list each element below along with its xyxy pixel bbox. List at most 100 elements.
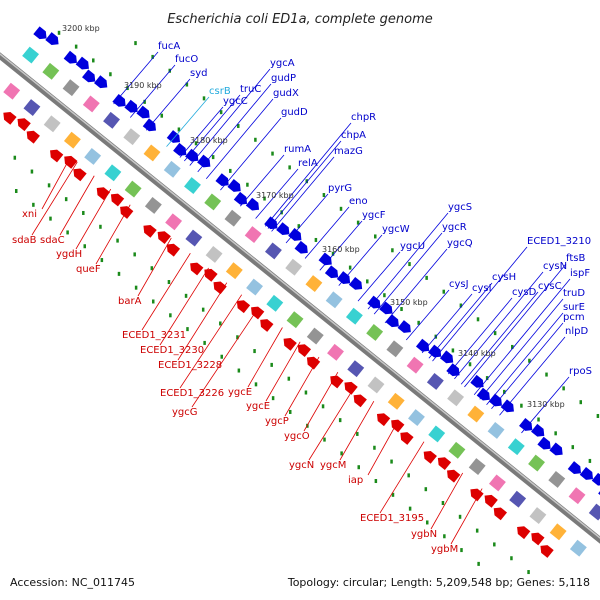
tick-dot xyxy=(220,354,223,359)
gene-label[interactable]: rumA xyxy=(284,144,311,155)
gene-label[interactable]: ygcG xyxy=(172,407,198,418)
gene-label[interactable]: gudD xyxy=(281,107,308,118)
gene-label[interactable]: ygcW xyxy=(382,224,410,235)
orthology-block xyxy=(224,209,242,227)
orthology-block xyxy=(366,324,384,341)
gene-label[interactable]: ygcO xyxy=(284,431,310,442)
tick-dot xyxy=(390,459,393,464)
gene-arrow xyxy=(531,532,545,546)
gene-label[interactable]: surE xyxy=(563,302,585,313)
gene-label[interactable]: sdaB xyxy=(12,235,37,246)
gene-label[interactable]: ygcR xyxy=(442,222,467,233)
gene-label[interactable]: ftsB xyxy=(566,253,585,264)
gene-label[interactable]: ygcA xyxy=(270,58,295,69)
gene-label[interactable]: ECED1_3226 xyxy=(160,388,224,399)
gene-label[interactable]: cysC xyxy=(538,281,562,292)
gene-label[interactable]: syd xyxy=(190,68,207,79)
gene-label[interactable]: pcm xyxy=(563,312,585,323)
gene-label[interactable]: ECED1_3230 xyxy=(140,345,204,356)
gene-label[interactable]: chpA xyxy=(341,130,366,141)
gene-arrow xyxy=(336,271,351,284)
orthology-block xyxy=(408,409,425,427)
orthology-block xyxy=(82,95,100,113)
gene-label[interactable]: ygbM xyxy=(431,544,458,555)
gene-label[interactable]: ECED1_3228 xyxy=(158,360,222,371)
gene-label[interactable]: ygcP xyxy=(265,416,289,427)
gene-label[interactable]: ispF xyxy=(570,268,590,279)
gene-label[interactable]: relA xyxy=(298,158,318,169)
gene-label[interactable]: gudX xyxy=(273,88,299,99)
gene-arrow xyxy=(297,344,312,358)
gene-label[interactable]: mazG xyxy=(334,146,363,157)
tick-dot xyxy=(442,289,446,294)
genome-backbone xyxy=(0,52,600,544)
gene-label[interactable]: truC xyxy=(240,84,261,95)
gene-label[interactable]: ygcU xyxy=(400,241,425,252)
orthology-block xyxy=(529,507,547,524)
gene-arrow xyxy=(136,105,150,119)
tick-dot xyxy=(407,473,410,478)
gene-arrow xyxy=(318,252,332,266)
gene-label[interactable]: ygcN xyxy=(289,460,314,471)
tick-dot xyxy=(356,431,359,436)
gene-label[interactable]: rpoS xyxy=(569,366,592,377)
gene-label[interactable]: gudP xyxy=(271,73,296,84)
gene-label[interactable]: ygbN xyxy=(411,529,437,540)
tick-dot xyxy=(571,445,575,450)
gene-arrow xyxy=(17,118,31,132)
leader-line xyxy=(367,420,399,476)
leader-line xyxy=(430,472,464,530)
tick-dot xyxy=(408,506,412,511)
gene-label[interactable]: chpR xyxy=(351,112,376,123)
tick-dot xyxy=(186,327,189,332)
tick-dot xyxy=(211,155,215,160)
gene-label[interactable]: ECED1_3231 xyxy=(122,330,186,341)
gene-label[interactable]: ygcE xyxy=(246,401,270,412)
gene-label[interactable]: truD xyxy=(563,288,585,299)
leader-line xyxy=(95,204,131,265)
gene-arrow xyxy=(26,130,40,144)
gene-label[interactable]: ygcM xyxy=(320,460,346,471)
gene-label[interactable]: cysD xyxy=(512,287,537,298)
genome-backbone-highlight xyxy=(0,53,600,539)
leader-line xyxy=(271,156,335,232)
gene-arrow xyxy=(264,216,278,230)
gene-arrow xyxy=(488,393,502,407)
tick-dot xyxy=(458,514,462,519)
gene-label[interactable]: ygdH xyxy=(56,249,82,260)
gene-label[interactable]: fucO xyxy=(175,54,198,65)
gene-label[interactable]: ygcF xyxy=(362,210,386,221)
gene-label[interactable]: fucA xyxy=(158,41,180,52)
gene-label[interactable]: eno xyxy=(349,196,368,207)
gene-label[interactable]: ygcC xyxy=(223,96,248,107)
gene-label[interactable]: queF xyxy=(76,264,101,275)
gene-label[interactable]: cysN xyxy=(543,261,567,272)
tick-dot xyxy=(253,349,256,354)
gene-label[interactable]: barA xyxy=(118,296,142,307)
tick-dot xyxy=(485,376,489,381)
gene-label[interactable]: cysI xyxy=(472,283,492,294)
gene-label[interactable]: cysH xyxy=(492,272,516,283)
gene-label[interactable]: ygcS xyxy=(448,202,472,213)
gene-label[interactable]: ECED1_3195 xyxy=(360,513,424,524)
gene-label[interactable]: cysJ xyxy=(449,279,469,290)
gene-arrow xyxy=(227,179,241,192)
gene-label[interactable]: csrB xyxy=(209,86,231,97)
gene-arrow xyxy=(437,457,452,471)
tick-dot xyxy=(49,216,52,221)
gene-label[interactable]: ECED1_3210 xyxy=(527,236,591,247)
gene-label[interactable]: ygcQ xyxy=(447,238,473,249)
orthology-block xyxy=(184,177,201,195)
leader-line xyxy=(499,336,566,416)
gene-label[interactable]: iap xyxy=(348,475,363,486)
gene-label[interactable]: pyrG xyxy=(328,183,352,194)
gene-label[interactable]: ygcE xyxy=(228,387,252,398)
orthology-block xyxy=(225,262,243,280)
gene-label[interactable]: sdaC xyxy=(40,235,65,246)
tick-dot xyxy=(527,570,530,575)
leader-line xyxy=(454,271,544,380)
gene-label[interactable]: xni xyxy=(22,209,37,220)
tick-dot xyxy=(520,403,523,408)
gene-label[interactable]: nlpD xyxy=(565,326,588,337)
leader-line xyxy=(486,312,564,406)
